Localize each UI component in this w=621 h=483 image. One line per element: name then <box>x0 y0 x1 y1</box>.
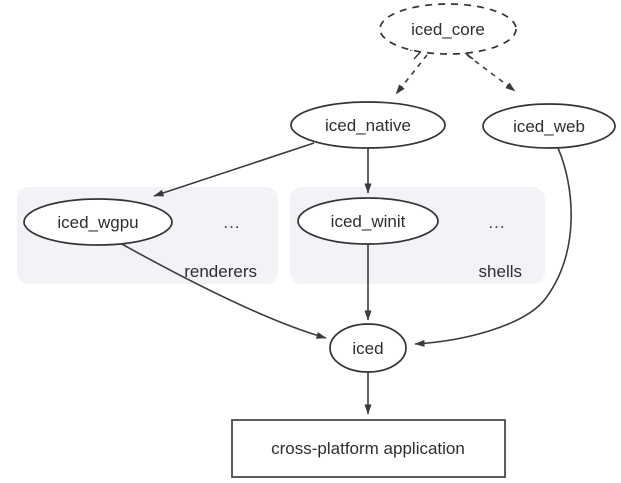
node-iced <box>329 323 407 373</box>
renderers-ellipsis: ... <box>223 213 240 232</box>
shells-group-label: shells <box>479 262 522 281</box>
edge-core-to-native <box>395 54 428 95</box>
edge-web-to-iced <box>414 147 572 347</box>
shells-ellipsis: ... <box>488 213 505 232</box>
node-iced-web <box>482 103 616 149</box>
node-iced-winit <box>297 197 439 245</box>
edge-core-to-web <box>466 54 516 92</box>
edge-native-to-wgpu <box>153 142 315 197</box>
node-iced-label: iced <box>352 339 383 358</box>
node-iced-native <box>290 101 446 149</box>
node-iced-web-label: iced_web <box>513 117 585 136</box>
app-box <box>231 419 506 478</box>
edge-wgpu-to-iced <box>119 242 327 339</box>
node-iced-winit-label: iced_winit <box>331 212 406 231</box>
renderers-group-label: renderers <box>184 262 257 281</box>
app-box-label: cross-platform application <box>271 439 465 458</box>
node-iced-wgpu <box>23 198 173 246</box>
node-iced-core <box>379 3 517 55</box>
node-iced-core-label: iced_core <box>411 20 485 39</box>
node-iced-native-label: iced_native <box>325 116 411 135</box>
node-iced-wgpu-label: iced_wgpu <box>57 213 138 232</box>
